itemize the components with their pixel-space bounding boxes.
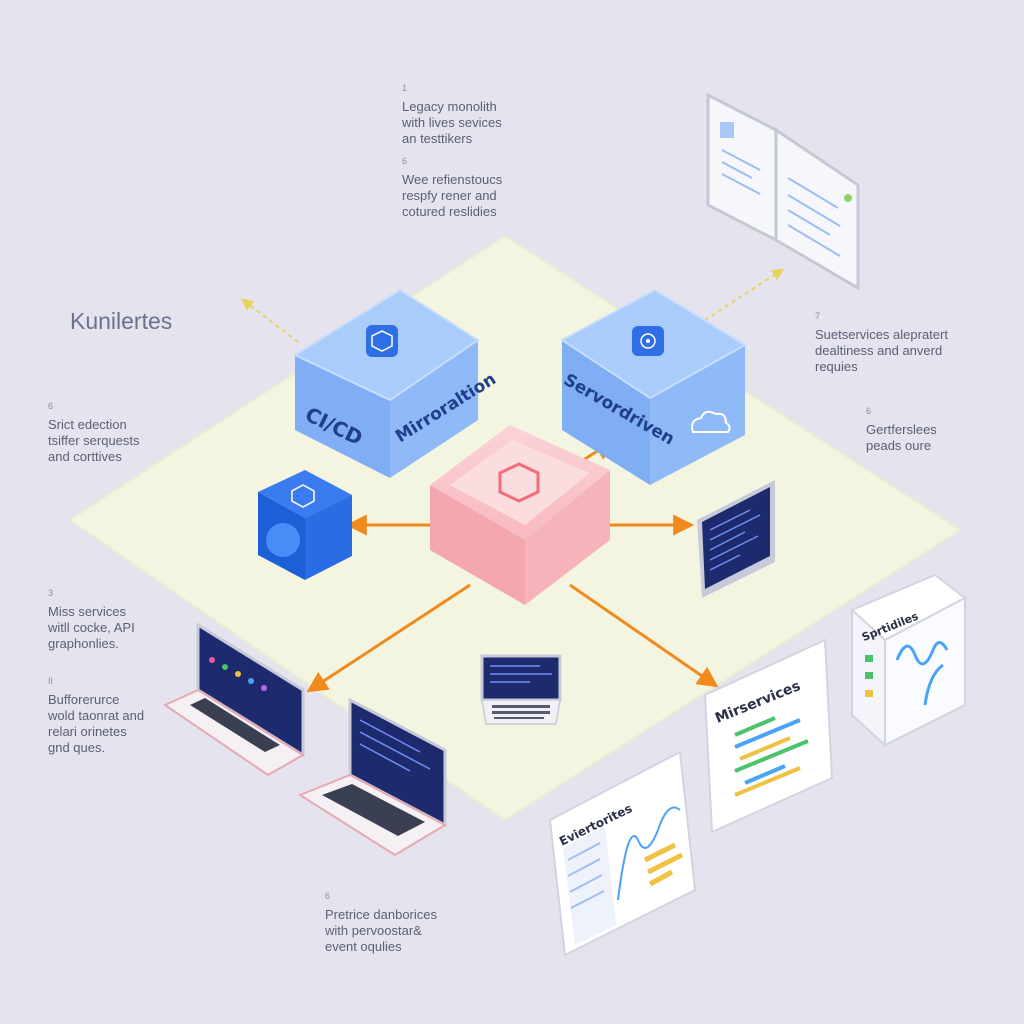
laptop-bottom: [297, 697, 448, 857]
hexagon-icon: [498, 462, 540, 503]
network-icon: [291, 484, 315, 508]
small-laptop: [480, 654, 562, 725]
note-refinements: 6 Wee refienstoucs respfy rener and cotu…: [402, 156, 503, 219]
note-services: 7 Suetservices alepratert dealtiness and…: [815, 311, 948, 374]
note-buffer: II Bufforerurce wold taonrat and relari …: [48, 676, 145, 755]
flow-arrows: [306, 439, 719, 693]
container-cube[interactable]: [258, 470, 352, 580]
note-legacy: 1 Legacy monolith with lives sevices an …: [402, 83, 502, 146]
note-events: 6 Pretrice danborices with pervoostar& e…: [325, 891, 437, 954]
diagram-title: Kunilertes: [70, 308, 173, 334]
note-serverless: 6 Gertferslees peads oure: [866, 406, 937, 453]
cube-widget[interactable]: [850, 573, 967, 748]
monitor-device: [697, 480, 775, 598]
laptop-left: [162, 622, 305, 777]
microservices-panel[interactable]: [703, 638, 834, 834]
core-service-block[interactable]: [430, 425, 610, 605]
cloud-icon: [691, 410, 731, 433]
gear-icon: [632, 326, 664, 356]
note-detection: 6 Srict edection tsiffer serquests and c…: [48, 401, 140, 464]
note-api: 3 Miss services witll cocke, API graphon…: [48, 588, 135, 651]
documentation-panel[interactable]: [706, 92, 860, 291]
events-panel[interactable]: [548, 750, 697, 957]
hexagon-icon: [366, 325, 398, 357]
